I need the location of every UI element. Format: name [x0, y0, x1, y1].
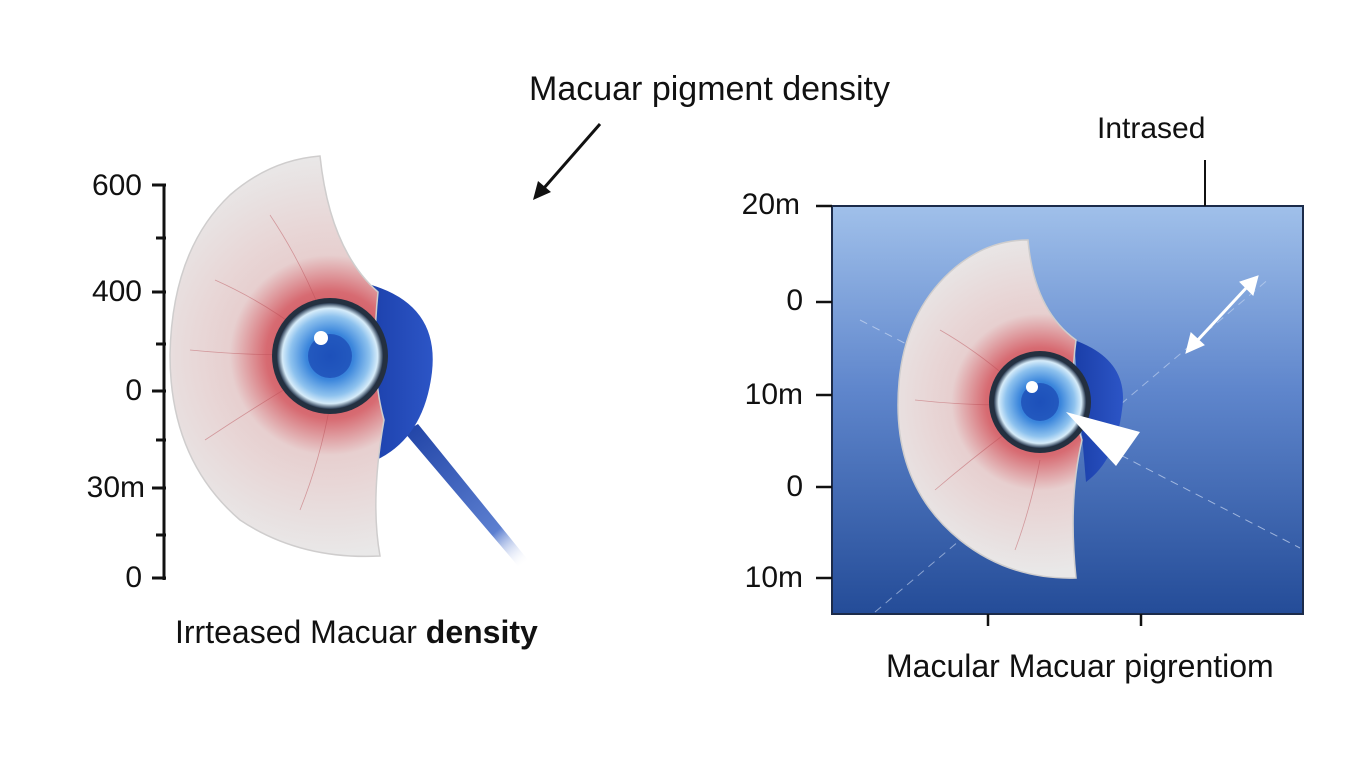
right-tick-label: 10m: [744, 561, 803, 594]
left-caption-regular: Irrteased Macuar: [175, 614, 426, 650]
left-y-axis: [152, 183, 166, 580]
right-x-axis: [986, 614, 1143, 626]
left-pupil-highlight: [314, 331, 328, 345]
right-caption: Macular Macuar pigrentiom: [886, 648, 1274, 684]
pointer-triangle: [1066, 412, 1140, 466]
right-pupil-highlight: [1026, 381, 1038, 393]
title-arrow: [533, 123, 602, 200]
left-tick-label: 400: [91, 275, 142, 308]
left-eye-illustration: [169, 155, 528, 566]
left-caption-bold: density: [425, 614, 538, 650]
right-tick-label: 20m: [741, 188, 800, 221]
light-beam: [404, 424, 528, 566]
left-caption: Irrteased Macuar density: [175, 616, 538, 648]
right-tick-label: 0: [786, 470, 803, 503]
right-y-axis: [816, 204, 832, 580]
left-tick-label: 600: [91, 169, 142, 202]
left-tick-label: 30m: [86, 471, 145, 504]
left-tick-label: 0: [125, 374, 142, 407]
right-tick-label: 10m: [744, 378, 803, 411]
right-eye-illustration: [897, 239, 1140, 579]
double-arrow: [1185, 275, 1259, 354]
diagram-title: Macuar pigment density: [529, 70, 890, 108]
right-tick-label: 0: [786, 284, 803, 317]
left-tick-label: 0: [125, 561, 142, 594]
intrased-label: Intrased: [1097, 112, 1206, 145]
